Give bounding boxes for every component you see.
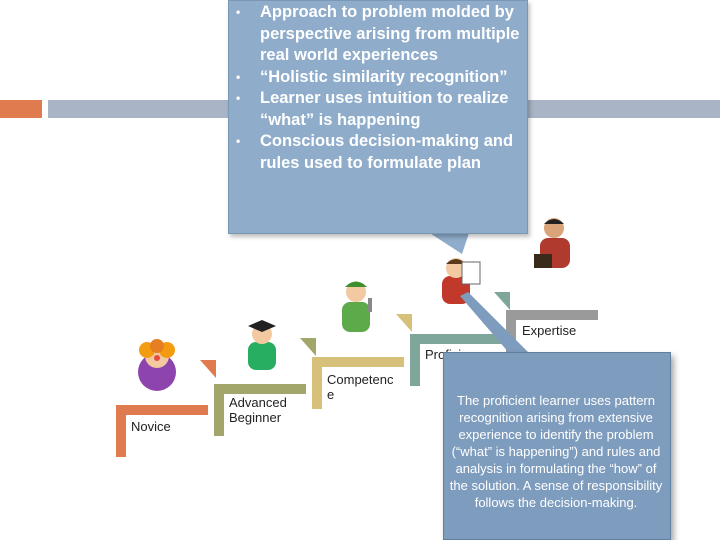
expertise-label: Expertise bbox=[522, 323, 577, 338]
callout-bullet: •Learner uses intuition to realize “what… bbox=[236, 89, 509, 129]
proficient-info-box bbox=[443, 352, 671, 540]
competence-worker-icon bbox=[342, 281, 372, 332]
advanced-beginner-graduate-icon bbox=[248, 320, 276, 370]
proficient-step bbox=[410, 334, 502, 344]
competence-step bbox=[312, 357, 404, 367]
proficient-arrow-icon bbox=[494, 292, 510, 310]
callout-bullet: •Approach to problem molded by perspecti… bbox=[236, 3, 520, 64]
advanced-beginner-arrow-icon bbox=[300, 338, 316, 356]
infobox-pointer bbox=[460, 292, 530, 354]
callout-tail bbox=[425, 230, 470, 254]
header-accent-bar-left bbox=[0, 100, 42, 118]
bullet-dot-icon: • bbox=[236, 91, 241, 105]
callout-bullet: •“Holistic similarity recognition” bbox=[236, 67, 526, 89]
advanced-beginner-step bbox=[214, 384, 306, 394]
proficient-info-text: The proficient learner uses pattern reco… bbox=[449, 393, 663, 510]
bullet-dot-icon: • bbox=[236, 134, 241, 148]
advanced-beginner-label: Advanced Beginner bbox=[229, 395, 287, 425]
bullet-dot-icon: • bbox=[236, 69, 241, 84]
competence-label: Competenc e bbox=[327, 372, 394, 402]
advanced-beginner-riser bbox=[214, 384, 224, 436]
novice-step bbox=[116, 405, 208, 415]
proficient-riser bbox=[410, 334, 420, 386]
novice-label: Novice bbox=[131, 419, 171, 434]
bullet-dot-icon: • bbox=[236, 5, 241, 19]
novice-clown-icon bbox=[138, 339, 176, 391]
callout-bullet-list: •Approach to problem molded by perspecti… bbox=[236, 2, 526, 174]
expertise-step bbox=[506, 310, 598, 320]
callout-bubble bbox=[228, 0, 528, 234]
competence-arrow-icon bbox=[396, 314, 412, 332]
novice-arrow-icon bbox=[200, 360, 216, 378]
competence-riser bbox=[312, 357, 322, 409]
callout-bullet: •Conscious decision-making and rules use… bbox=[236, 132, 514, 172]
expertise-businessman-icon bbox=[534, 218, 570, 268]
novice-riser bbox=[116, 405, 126, 457]
